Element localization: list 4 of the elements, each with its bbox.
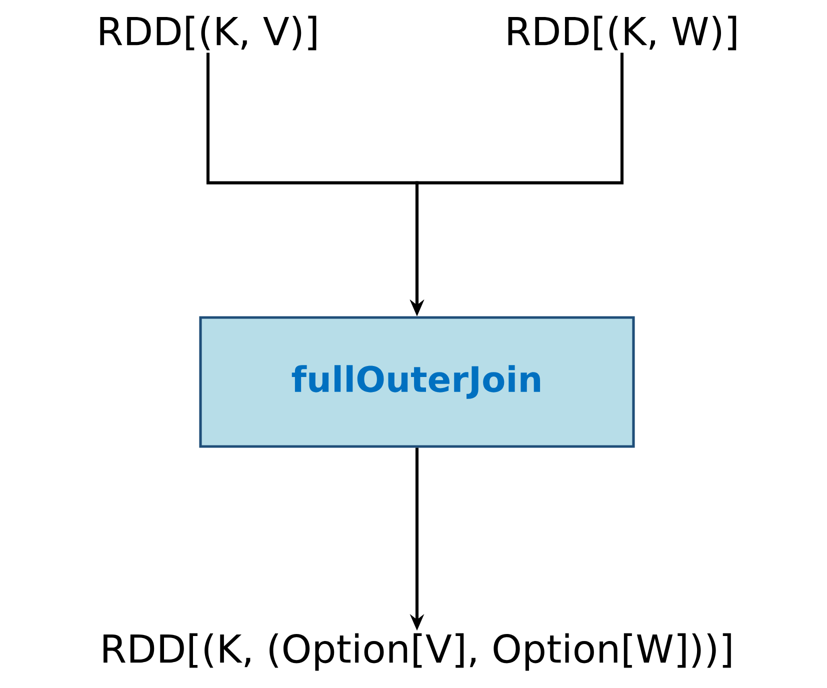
type-label: RDD[(K, V)] [100, 16, 316, 50]
type-label: RDD[(K, W)] [508, 16, 736, 50]
process-box: fullOuterJoin [199, 316, 635, 448]
type-label: RDD[(K, (Option[V], Option[W]))] [104, 633, 731, 671]
